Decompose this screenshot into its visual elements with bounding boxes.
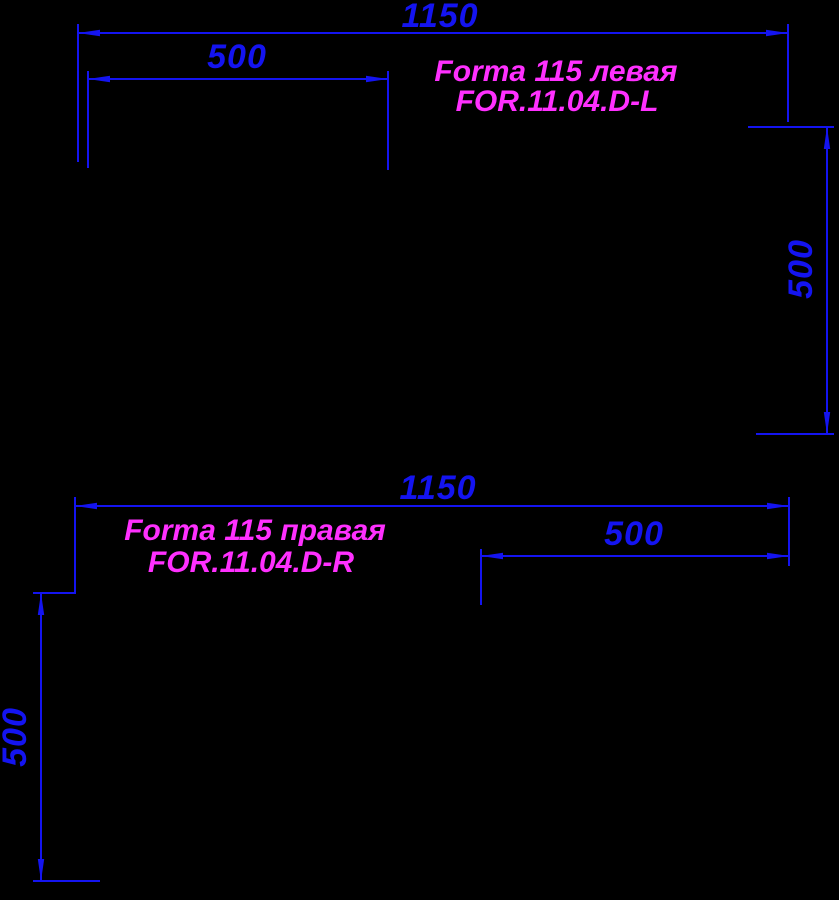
left-form-drawing: 1150 500 500 Forma 115 левая FOR.11.04.D… xyxy=(77,0,834,435)
form-name-label: Forma 115 правая xyxy=(124,514,386,547)
left-form-label: Forma 115 левая FOR.11.04.D-L xyxy=(434,55,678,118)
width-dimension-value: 1150 xyxy=(399,469,476,507)
section-dimension-value: 500 xyxy=(604,515,664,553)
left-form-width-dimension: 1150 xyxy=(77,0,789,162)
form-name-label: Forma 115 левая xyxy=(434,55,678,88)
form-code-label: FOR.11.04.D-L xyxy=(456,85,659,118)
width-dimension-value: 1150 xyxy=(401,0,478,35)
right-form-width-dimension: 1150 xyxy=(74,469,790,594)
depth-dimension-value: 500 xyxy=(0,707,34,767)
right-form-drawing: 1150 500 500 Forma 115 правая FOR.11.04.… xyxy=(0,469,790,882)
right-form-section-dimension: 500 xyxy=(480,515,789,605)
form-code-label: FOR.11.04.D-R xyxy=(148,546,354,579)
right-form-depth-dimension: 500 xyxy=(0,592,100,882)
left-form-section-dimension: 500 xyxy=(87,38,389,170)
left-form-depth-dimension: 500 xyxy=(748,126,834,435)
depth-dimension-value: 500 xyxy=(782,239,820,299)
right-form-label: Forma 115 правая FOR.11.04.D-R xyxy=(124,514,386,579)
section-dimension-value: 500 xyxy=(207,38,267,76)
